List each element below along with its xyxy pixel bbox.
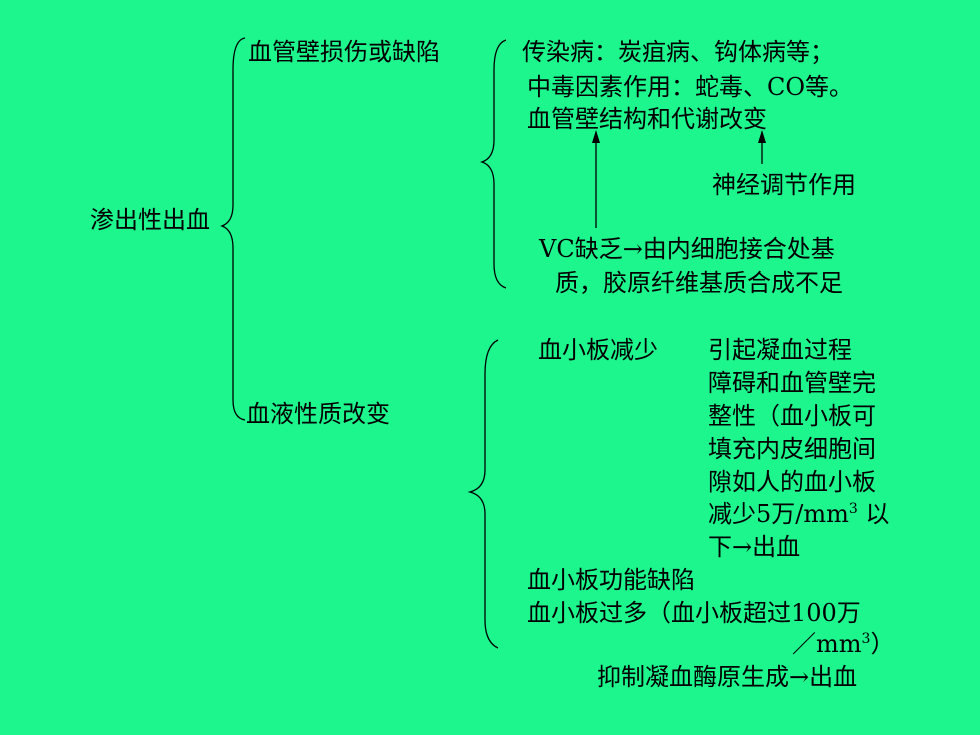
platelet-high-cont-tail: ） — [870, 630, 895, 658]
branch1-label: 血管壁损伤或缺陷 — [248, 38, 440, 66]
platelet-low-desc-6-sup: 3 — [848, 501, 858, 517]
platelet-high-cont: ／mm3） — [792, 627, 894, 661]
platelet-low-desc-2: 障碍和血管壁完 — [708, 369, 876, 397]
platelet-high-label: 血小板过多（血小板超过100万 — [527, 599, 861, 627]
vc-note-line-1: VC缺乏→由内细胞接合处基 — [539, 235, 835, 263]
platelet-low-desc-6-text: 减少5万/mm — [708, 500, 849, 528]
branch2-label: 血液性质改变 — [246, 400, 390, 428]
platelet-func-label: 血小板功能缺陷 — [527, 566, 695, 594]
platelet-low-desc-3: 整性（血小板可 — [708, 402, 876, 430]
platelet-low-desc-1: 引起凝血过程 — [708, 336, 852, 364]
upper-brace — [479, 39, 507, 289]
platelet-high-cont-sup: 3 — [861, 631, 871, 647]
platelet-high-cont-text: ／mm — [792, 630, 862, 658]
platelet-low-desc-6: 减少5万/mm3 以 — [708, 497, 889, 531]
inhibit-note: 抑制凝血酶原生成→出血 — [597, 663, 858, 691]
nerve-arrow-head — [758, 130, 766, 143]
platelet-low-desc-6-tail: 以 — [857, 500, 890, 528]
platelet-low-desc-4: 填充内皮细胞间 — [708, 435, 876, 463]
platelet-low-label: 血小板减少 — [538, 336, 658, 364]
platelet-low-desc-5: 隙如人的血小板 — [708, 468, 876, 496]
nerve-note: 神经调节作用 — [712, 171, 856, 199]
branch1-item-2: 中毒因素作用：蛇毒、CO等。 — [527, 73, 854, 101]
vc-arrow-head — [592, 130, 600, 143]
main-brace — [220, 37, 246, 421]
branch1-item-1: 传染病：炭疽病、钩体病等； — [522, 38, 834, 66]
platelet-low-desc-7: 下→出血 — [708, 533, 801, 561]
lower-brace — [467, 339, 499, 649]
root-label: 渗出性出血 — [90, 206, 210, 234]
branch1-item-3: 血管壁结构和代谢改变 — [527, 105, 767, 133]
vc-note-line-2: 质，胶原纤维基质合成不足 — [555, 269, 843, 297]
